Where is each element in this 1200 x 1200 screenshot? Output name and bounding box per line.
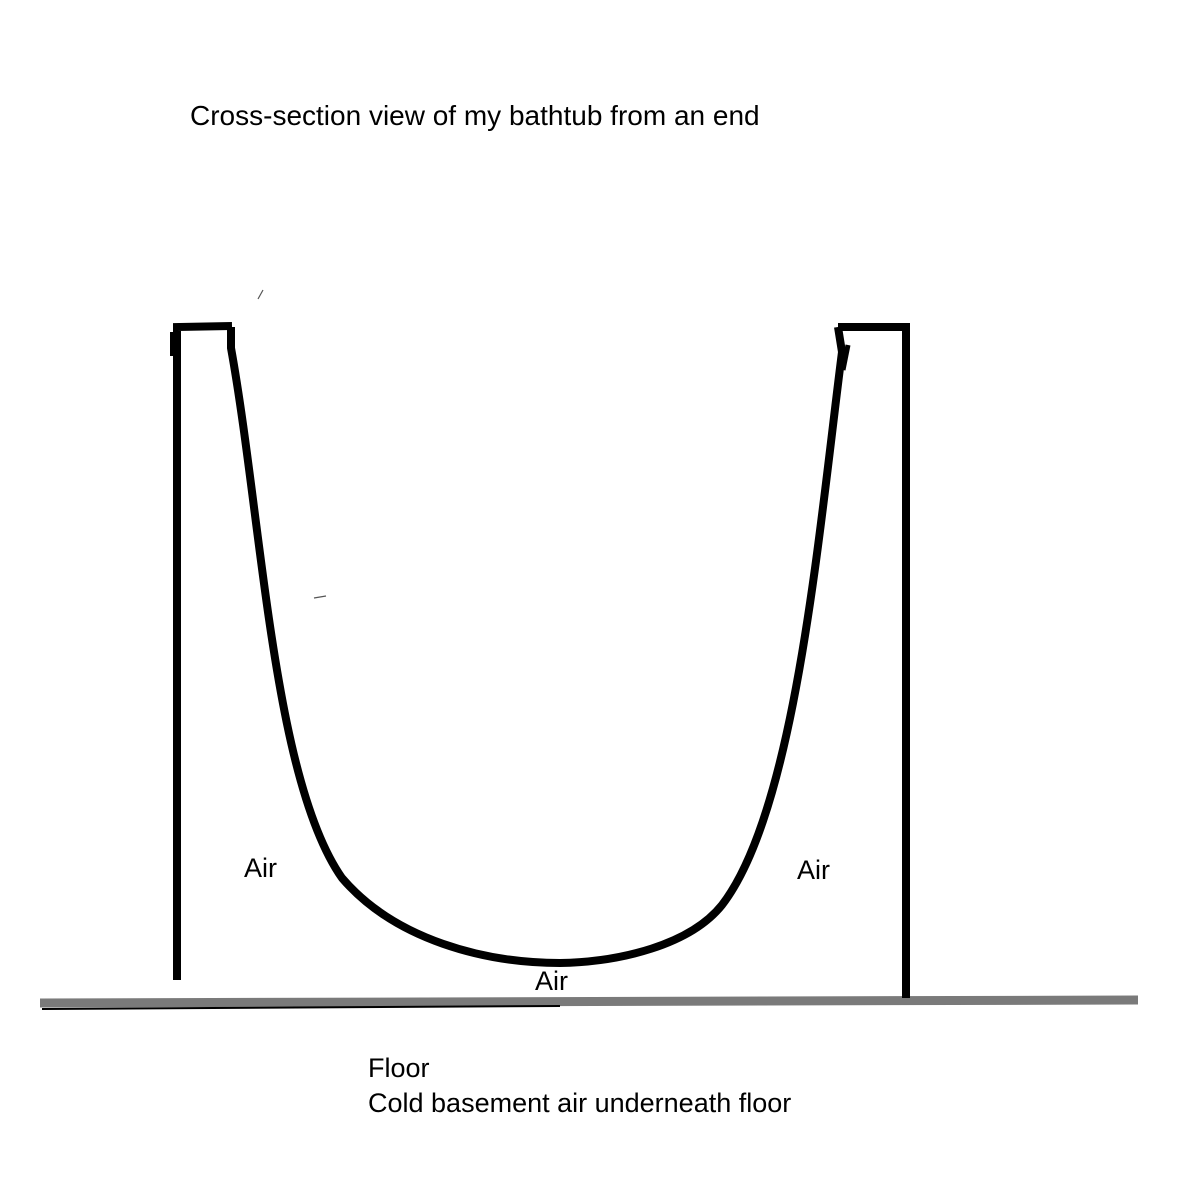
air-label-bottom: Air — [535, 966, 568, 996]
floor-label: Floor — [368, 1053, 430, 1083]
air-label-right: Air — [797, 855, 830, 885]
basement-label: Cold basement air underneath floor — [368, 1088, 792, 1118]
stray-mark — [257, 289, 264, 300]
diagram-title: Cross-section view of my bathtub from an… — [190, 100, 760, 131]
left-tub-wall — [173, 322, 233, 980]
right-rim-tick — [840, 344, 851, 371]
tub-basin-curve — [227, 326, 846, 967]
air-label-left: Air — [244, 853, 277, 883]
floor-bottom-edge — [41, 1005, 561, 1010]
floor-line — [39, 995, 1139, 1008]
stray-mark — [313, 595, 327, 599]
right-tub-wall — [838, 323, 910, 998]
